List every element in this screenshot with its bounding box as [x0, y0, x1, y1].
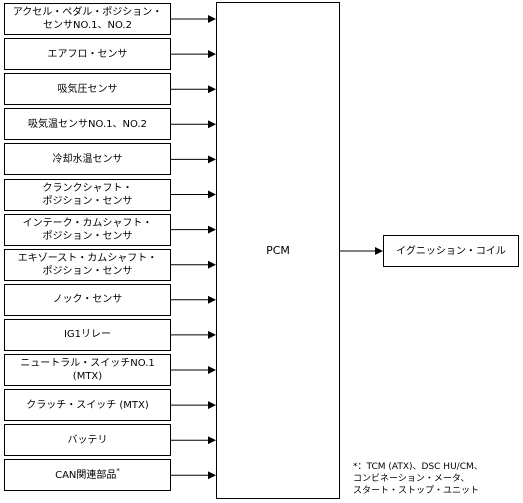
ignition-coil-label: イグニッション・コイル: [396, 245, 506, 257]
input-box: クラッチ・スイッチ (MTX): [4, 389, 171, 422]
input-label-line: バッテリ: [67, 434, 108, 446]
input-label-line: 吸気温センサNO.1、NO.2: [28, 118, 147, 130]
input-label-line: クラッチ・スイッチ (MTX): [26, 399, 149, 411]
input-label-line: 吸気圧センサ: [57, 83, 118, 95]
input-label-line: IG1リレー: [63, 329, 112, 341]
input-label-line: エキゾースト・カムシャフト・: [17, 252, 158, 264]
input-label: ノック・センサ: [53, 293, 123, 306]
footnote-marker: *: [116, 466, 120, 475]
input-box: バッテリ: [4, 424, 171, 457]
input-label-line: インテーク・カムシャフト・: [22, 217, 153, 229]
input-label: 吸気圧センサ: [58, 83, 118, 96]
input-label-line: CAN関連部品: [55, 469, 117, 481]
input-label-line: ニュートラル・スイッチNO.1 (MTX): [20, 358, 155, 382]
input-box: エキゾースト・カムシャフト・ポジション・センサ: [4, 248, 171, 281]
input-label: ニュートラル・スイッチNO.1 (MTX): [5, 357, 170, 383]
input-label-line: 冷却水温センサ: [52, 153, 123, 165]
input-label-line: エアフロ・センサ: [47, 48, 128, 60]
input-label-line: アクセル・ペダル・ポジション・: [12, 7, 163, 18]
input-label-line: クランクシャフト・: [42, 182, 133, 194]
footnote: *：TCM (ATX)、DSC HU/CM、コンビネーション・メータ、スタート・…: [353, 461, 483, 497]
input-box: クランクシャフト・ポジション・センサ: [4, 178, 171, 211]
pcm-box: PCM: [216, 2, 340, 499]
input-label: クランクシャフト・ポジション・センサ: [43, 182, 133, 208]
input-box: エアフロ・センサ: [4, 38, 171, 71]
input-box: インテーク・カムシャフト・ポジション・センサ: [4, 213, 171, 246]
input-box: CAN関連部品*: [4, 459, 171, 492]
input-label: エキゾースト・カムシャフト・ポジション・センサ: [18, 252, 158, 278]
input-box: ニュートラル・スイッチNO.1 (MTX): [4, 354, 171, 386]
input-box: 冷却水温センサ: [4, 143, 171, 176]
input-box: 吸気圧センサ: [4, 73, 171, 106]
input-label-line: ポジション・センサ: [42, 195, 133, 207]
footnote-line: スタート・ストップ・ユニット: [353, 486, 480, 496]
input-label: クラッチ・スイッチ (MTX): [26, 399, 149, 412]
input-box: アクセル・ペダル・ポジション・センサNO.1、NO.2: [4, 3, 171, 35]
input-label: インテーク・カムシャフト・ポジション・センサ: [23, 217, 153, 243]
input-box: ノック・センサ: [4, 283, 171, 316]
input-label-line: センサNO.1、NO.2: [43, 20, 132, 31]
input-box: 吸気温センサNO.1、NO.2: [4, 108, 171, 141]
pcm-label: PCM: [266, 244, 290, 257]
input-label-line: ポジション・センサ: [42, 230, 133, 242]
input-label: 吸気温センサNO.1、NO.2: [28, 118, 147, 131]
input-label: 冷却水温センサ: [53, 153, 123, 166]
input-label: エアフロ・センサ: [48, 48, 128, 61]
input-label: IG1リレー: [64, 328, 111, 341]
footnote-line: *：TCM (ATX)、DSC HU/CM、: [353, 462, 483, 472]
input-box: IG1リレー: [4, 318, 171, 351]
input-label-line: ポジション・センサ: [42, 265, 133, 277]
input-label: バッテリ: [68, 434, 108, 447]
input-label: CAN関連部品*: [55, 466, 120, 482]
input-label-line: ノック・センサ: [52, 294, 123, 306]
input-label: アクセル・ペダル・ポジション・センサNO.1、NO.2: [13, 6, 163, 32]
ignition-coil-box: イグニッション・コイル: [383, 235, 519, 267]
footnote-line: コンビネーション・メータ、: [353, 474, 470, 484]
